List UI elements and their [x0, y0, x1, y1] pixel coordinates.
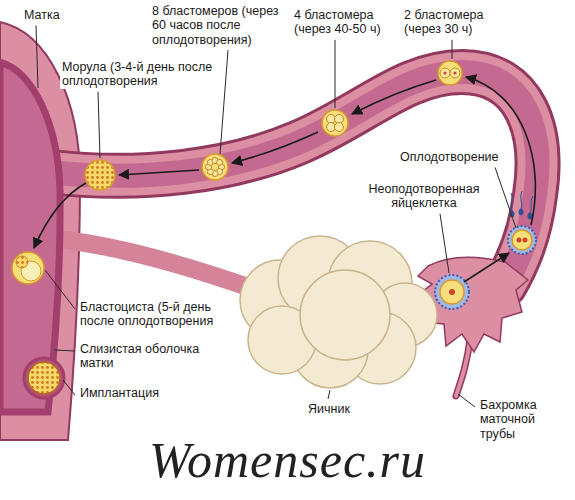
stage-label: 2 бластомера (через 30 ч) — [402, 8, 501, 37]
part-label: Яичник — [306, 402, 352, 416]
stage-label: Морула (3-4-й день после оплодотворения — [60, 60, 216, 89]
part-label: Бахромка маточной трубы — [478, 398, 567, 441]
nucleus — [443, 71, 446, 74]
eight-cell-embryo — [202, 154, 228, 180]
leader-line — [452, 40, 453, 59]
movement-arrows — [34, 77, 535, 282]
embryo — [12, 252, 44, 284]
sperm — [510, 191, 533, 219]
part-label: Матка — [22, 8, 62, 22]
implantation-site — [24, 358, 64, 398]
stage-label: Имплантация — [78, 386, 161, 400]
unfertilized-egg — [435, 275, 469, 309]
two-cell-embryo — [438, 61, 462, 85]
stage-label: Оплодотворение — [398, 150, 501, 164]
ovary — [240, 236, 437, 388]
leader-line — [63, 380, 75, 395]
leader-line — [36, 25, 38, 88]
embryo — [322, 110, 348, 136]
embryo — [28, 362, 60, 394]
arrow — [232, 132, 318, 163]
leader-line — [55, 350, 75, 351]
inner-cell-mass — [16, 256, 28, 268]
fimbria-strand — [456, 338, 470, 396]
leader-line — [335, 40, 336, 108]
four-cell-embryo — [322, 110, 348, 136]
ovarian-ligament — [66, 240, 262, 292]
sperm-tail — [530, 196, 533, 213]
pronucleus — [517, 238, 522, 243]
arrow — [119, 170, 199, 175]
fimbria-strand — [456, 338, 470, 396]
stage-label: 4 бластомера (через 40-50 ч) — [292, 8, 396, 37]
sperm-tail — [511, 193, 512, 211]
stage-label: 8 бластомеров (через 60 часов после опло… — [150, 4, 282, 47]
morula — [85, 160, 115, 190]
egg — [440, 280, 464, 304]
blastomere — [440, 68, 450, 78]
blastomere — [335, 123, 344, 132]
arrow — [352, 80, 436, 114]
part-label: Слизистая оболочка матки — [78, 342, 207, 371]
nucleus — [449, 289, 455, 295]
embryo — [438, 61, 462, 85]
blastocyst — [12, 252, 44, 284]
blastomeres — [206, 158, 225, 177]
egg — [512, 230, 532, 250]
arrow — [464, 253, 509, 282]
leader-line — [495, 167, 516, 228]
sperm-head — [519, 209, 523, 215]
sperm-tail — [521, 191, 522, 209]
stage-label: Неоподотворенная яйцеклетка — [362, 182, 486, 211]
leader-line — [458, 394, 475, 407]
leader-line — [328, 390, 330, 399]
blastomere — [450, 68, 460, 78]
leader-line — [440, 214, 449, 273]
fertilized-egg — [508, 226, 536, 254]
leader-line — [220, 50, 228, 154]
arrow — [34, 183, 86, 248]
watermark: Womensec.ru — [0, 434, 575, 487]
stage-label: Бластоциста (5-й день после оплодотворен… — [78, 300, 232, 329]
blastomere — [217, 159, 223, 165]
leader-line — [98, 92, 100, 158]
ovary-lobe — [300, 270, 390, 360]
pronucleus — [523, 238, 528, 243]
leader-line — [45, 270, 75, 309]
corona — [508, 226, 536, 254]
leader-lines — [36, 25, 516, 407]
embryo — [202, 154, 228, 180]
nucleus — [453, 71, 456, 74]
sperm-head — [528, 213, 532, 219]
corona — [435, 275, 469, 309]
implanted-embryo — [24, 358, 64, 398]
